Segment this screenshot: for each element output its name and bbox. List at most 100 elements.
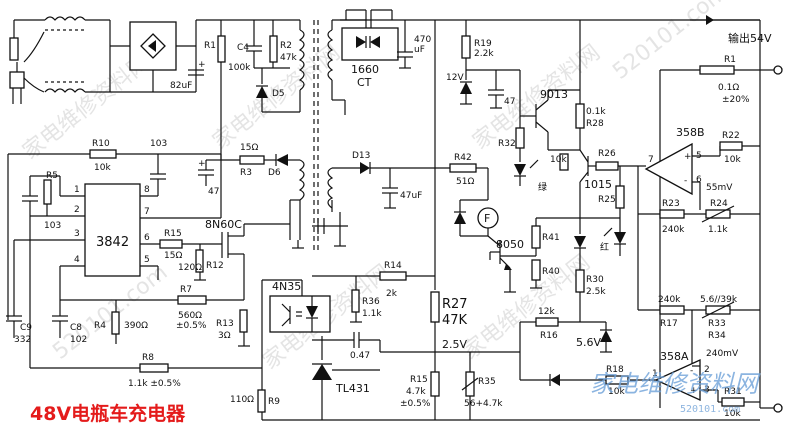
page-title: 48V电瓶车充电器 (30, 402, 186, 425)
opamp-358a: 240k R17 5.6//39k R33 R34 12k R16 5.6V 3… (519, 295, 760, 419)
c103a-label: 103 (150, 139, 167, 149)
opamp-358b: 358B 7 5 6 + - R22 10k 55mV R23 240k R24… (637, 126, 760, 310)
c82-label: 82uF (170, 81, 192, 91)
r10-label: R10 (92, 139, 110, 149)
r28-value: 0.1k (586, 107, 606, 117)
r4-label: R4 (94, 321, 106, 331)
r16-value: 12k (538, 307, 555, 317)
r15b-tol: ±0.5% (400, 399, 431, 409)
r34-label: R34 (708, 331, 726, 341)
r28-label: R28 (586, 119, 604, 129)
ct-label: CT (357, 76, 372, 89)
r3-label: R3 (240, 168, 252, 178)
d6-label: D6 (268, 168, 281, 178)
watermark-text: 家电维修资料网 (458, 250, 595, 365)
resistor-r19 (461, 35, 471, 59)
resistor-r2 (269, 35, 278, 63)
svg-text:+: + (198, 159, 206, 169)
r14-label: R14 (384, 261, 402, 271)
r42-label: R42 (454, 153, 472, 163)
output-label: 输出54V (728, 31, 772, 45)
output-rectifier: 1660 CT 470 uF (331, 9, 760, 115)
c9-label: C9 (20, 323, 32, 333)
p2-label: 2 (704, 365, 710, 375)
c470-unit: uF (414, 45, 425, 55)
pin3-label: 3 (74, 229, 80, 239)
r15b-value: 4.7k (406, 387, 426, 397)
r18-label: R18 (606, 365, 624, 375)
pin5-label: 5 (144, 255, 150, 265)
c8-label: C8 (70, 323, 82, 333)
r42-value: 51Ω (456, 177, 474, 187)
r25-label: R25 (598, 195, 616, 205)
indicator-section: R19 2.2k 12V 47 9013 R32 绿 (446, 20, 638, 310)
svg-text:-: - (684, 176, 687, 186)
optocoupler: 4N35 (269, 280, 331, 333)
resistor-r7 (177, 295, 207, 305)
fuse (9, 37, 19, 61)
green-led-label: 绿 (538, 181, 547, 193)
svg-text:+: + (684, 152, 692, 162)
resistor-r3 (239, 155, 265, 165)
resistor-r5 (43, 179, 52, 205)
fan-driver: R42 51Ω F 8050 R41 R40 (449, 153, 620, 293)
c47a-label: 47 (208, 187, 219, 197)
c047-label: 0.47 (350, 351, 370, 361)
shunt-resistor: R1 0.1Ω ±20% (659, 55, 760, 408)
mosfet-section: R15 15Ω 8N60C 120Ω R12 R7 560Ω ±0.5% R4 … (94, 218, 290, 347)
feedback-tl431: R14 2k R36 1.1k 0.47 TL431 R27 47K 2.5V (262, 20, 760, 421)
resistor-r15 (159, 239, 183, 249)
c470-label: 470 (414, 35, 431, 45)
r18-value: 10k (608, 387, 625, 397)
r24-value: 1.1k (708, 225, 728, 235)
red-led-label: 红 (600, 241, 609, 253)
1660-label: 1660 (351, 63, 379, 76)
pin8-label: 8 (144, 185, 150, 195)
c47b-label: 47 (504, 97, 515, 107)
resistor-r1-shunt (699, 65, 735, 75)
r2-label: R2 (280, 41, 292, 51)
v25-label: 2.5V (442, 338, 467, 351)
r19-label: R19 (474, 39, 492, 49)
ic-3842-label: 3842 (96, 235, 129, 250)
resistor-r17 (659, 305, 685, 315)
brand-watermark-cn: 家电维修资料网 (590, 370, 761, 398)
r16-label: R16 (540, 331, 558, 341)
r27-label: R27 (442, 297, 468, 312)
plug-body (9, 71, 25, 89)
op358a-label: 358A (660, 350, 689, 363)
r12-label: R12 (206, 261, 224, 271)
q8050-label: 8050 (496, 238, 524, 251)
r40-label: R40 (542, 267, 560, 277)
r14-value: 2k (386, 289, 398, 299)
mosfet-label: 8N60C (205, 218, 242, 231)
r1s-tol: ±20% (722, 95, 750, 105)
r31-value: 10k (724, 409, 741, 419)
resistor-r8 (139, 363, 169, 373)
bulk-rail: 82uF + R1 100k C4 R2 47k D5 (170, 19, 300, 160)
z56-label: 5.6V (576, 336, 601, 349)
c103b-label: 103 (44, 221, 61, 231)
resistor-r41 (531, 225, 541, 249)
pin4-label: 4 (74, 255, 80, 265)
r2-value: 47k (280, 53, 297, 63)
r1-value: 100k (228, 63, 251, 73)
output-terminal-neg (773, 403, 783, 413)
tl431-label: TL431 (335, 382, 370, 395)
resistor-r30 (575, 269, 585, 293)
r8-line: R8 1.1k ±0.5% 110Ω R9 (29, 216, 302, 420)
resistor-10k-base (559, 153, 569, 171)
ic-3842 (84, 183, 141, 277)
z12-label: 12V (446, 73, 464, 83)
c47uf-label: 47uF (400, 191, 422, 201)
resistor-r15-b (430, 371, 440, 397)
resistor-r27 (430, 291, 440, 323)
resistor-r40 (531, 259, 541, 281)
r32-label: R32 (498, 139, 516, 149)
r35-value: 56+4.7k (464, 399, 503, 409)
r23-label: R23 (662, 199, 680, 209)
r7-tol: ±0.5% (176, 321, 207, 331)
r4-value: 390Ω (124, 321, 148, 331)
mv240-label: 240mV (706, 349, 739, 359)
r41-label: R41 (542, 233, 560, 243)
